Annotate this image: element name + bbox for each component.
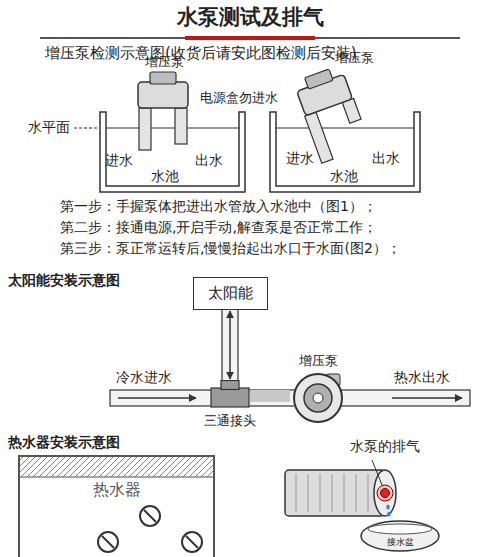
node-text: 太阳能	[208, 284, 253, 303]
knob-slot	[144, 510, 156, 522]
pump-end-face	[374, 470, 396, 516]
water-level-leader	[74, 128, 99, 129]
label: 增压泵	[335, 50, 374, 66]
pump-fins	[296, 474, 368, 512]
pump-cover	[304, 384, 332, 412]
heater-knob	[140, 506, 160, 526]
water-line	[276, 127, 414, 128]
water-heater: 热水器	[18, 455, 215, 557]
pump-fin	[356, 474, 357, 512]
pump-body-side	[285, 470, 385, 516]
heater-band-line	[20, 476, 213, 477]
link-pipe	[248, 390, 296, 406]
node-text: 增压泵	[290, 352, 346, 370]
outlet-pipe	[175, 108, 187, 144]
knob-slot	[186, 536, 198, 548]
label: 热水出水	[394, 369, 450, 386]
tee-shape	[210, 380, 250, 408]
pump-shape	[290, 370, 346, 426]
pump-fin	[344, 474, 345, 512]
leader-line	[372, 460, 382, 485]
label: 增压泵检测示意图(收货后请安此图检测后安装)	[45, 44, 357, 62]
label: 水池	[330, 168, 358, 185]
power-box	[150, 72, 176, 84]
title-rule-accent	[185, 36, 315, 40]
basin-rim	[368, 524, 432, 534]
bleed-ring	[377, 485, 393, 501]
tee-branch	[221, 381, 239, 390]
pump-fin	[368, 474, 369, 512]
drain-basin: 接水盆	[360, 520, 440, 552]
pool-wall	[100, 112, 245, 192]
heater-knob	[182, 532, 202, 552]
pump-casing	[138, 82, 188, 108]
booster-pump: 增压泵	[290, 352, 346, 426]
label: 增压泵	[145, 54, 184, 70]
label: 第一步：手握泵体把进出水管放入水池中（图1）；	[60, 198, 377, 215]
basin-outline	[361, 521, 439, 551]
label: 冷水进水	[116, 369, 172, 386]
power-box	[305, 69, 334, 89]
pipe-connector	[250, 390, 290, 402]
label: 进水	[286, 150, 314, 167]
pump-hub	[313, 393, 323, 403]
pump-fin	[332, 474, 333, 512]
pump-fin	[296, 474, 297, 512]
label: 水泵的排气	[350, 438, 420, 455]
tee-sleeve	[211, 388, 249, 407]
flow-connector	[229, 311, 231, 379]
label: 进水	[105, 152, 133, 169]
tee-fitting: 三通接头	[204, 380, 256, 430]
node-text: 热水器	[20, 480, 213, 501]
water-line	[106, 127, 239, 128]
knob-slot	[102, 536, 114, 548]
heater-hatch	[20, 457, 213, 477]
pump-fin	[320, 474, 321, 512]
flow-arrow	[118, 397, 196, 399]
label: 第三步：泵正常运转后,慢慢抬起出水口于水面(图2）；	[60, 240, 401, 257]
solar-box: 太阳能	[193, 277, 268, 310]
heater-knob	[98, 532, 118, 552]
label: 水池	[151, 168, 179, 185]
bleed-screw	[381, 489, 390, 498]
hot-pipe	[340, 390, 470, 406]
pump-fin	[308, 474, 309, 512]
node-text: 三通接头	[204, 412, 256, 430]
label: 太阳能安装示意图	[8, 272, 120, 289]
tilted-pump	[292, 65, 370, 164]
cold-pipe	[110, 390, 212, 406]
label: 热水器安装示意图	[8, 434, 120, 451]
flow-arrow	[392, 397, 462, 399]
node-text: 接水盆	[360, 520, 440, 548]
pool-wall	[270, 112, 420, 192]
label: 电源盒勿进水	[200, 90, 278, 106]
pump-housing	[294, 374, 342, 422]
label: 第二步：接通电源,开启手动,解查泵是否正常工作；	[60, 219, 377, 236]
page-title: 水泵测试及排气	[0, 5, 500, 30]
basin-shape	[360, 520, 440, 552]
label: 出水	[372, 150, 400, 167]
inlet-pipe	[139, 108, 151, 150]
water-drop	[386, 504, 390, 509]
vertical-pipe	[222, 309, 238, 388]
title-rule	[40, 37, 460, 39]
water-drop	[387, 511, 391, 516]
label: 水平面	[28, 119, 70, 136]
label: 出水	[195, 152, 223, 169]
